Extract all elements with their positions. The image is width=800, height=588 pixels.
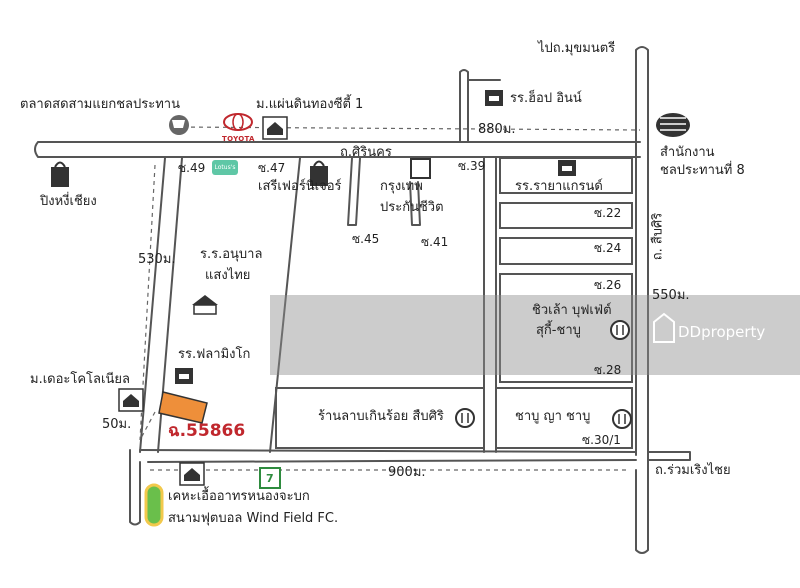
label-soi-45: ซ.45 — [352, 232, 380, 246]
soi-41 — [409, 181, 421, 226]
label-flamingo: รร.ฟลามิงโก — [178, 347, 251, 362]
hotel-icon-hop-inn — [485, 90, 503, 106]
label-soi-39: ซ.39 — [458, 159, 486, 173]
insurance-building-icon — [410, 158, 431, 179]
shopping-bag-icon-ping — [51, 161, 69, 187]
label-distance-550: 550ม. — [652, 288, 690, 303]
plot-code-label: ฉ.55866 — [168, 421, 246, 441]
label-chill-buffet-1: ชิวเล้า บุฟเฟ่ต์ — [532, 303, 612, 318]
block-s22 — [499, 202, 633, 229]
road-lines — [34, 46, 691, 554]
block-royal-grand — [499, 157, 633, 194]
label-soi-28: ซ.28 — [594, 363, 622, 377]
toyota-logo-icon — [223, 113, 253, 131]
label-soi-30-1: ซ.30/1 — [582, 433, 621, 447]
house-icon-community — [179, 462, 205, 486]
label-soi-26: ซ.26 — [594, 278, 622, 292]
label-toyota: TOYOTA — [222, 135, 255, 143]
soi-45 — [347, 157, 361, 226]
label-insurance-2: ประกันชีวิต — [380, 200, 444, 215]
left-road — [129, 449, 141, 526]
label-royal-grand: รร.รายาแกรนด์ — [515, 179, 603, 194]
label-soi-47: ซ.47 — [258, 161, 286, 175]
label-office-1: สำนักงาน — [660, 145, 715, 160]
restaurant-icon-shabu — [612, 409, 632, 429]
label-north-road: ไปถ.มุขมนตรี — [538, 41, 616, 56]
school-icon — [192, 295, 218, 315]
label-soi-41: ซ.41 — [421, 235, 449, 249]
label-ruam-roengchai-road: ถ.ร่วมเริงไชย — [655, 463, 731, 478]
label-sri-furniture: เสรีเฟอร์นิเจอร์ — [258, 179, 342, 194]
label-sirinakhon-road: ถ.ศิรินคร — [340, 145, 392, 160]
house-icon-phaendin — [262, 116, 288, 140]
watermark-band — [270, 295, 800, 375]
land-plot — [158, 391, 208, 424]
label-ping-heng: ปิงหงี่เชียง — [40, 194, 97, 209]
restaurant-icon-larb — [455, 408, 475, 428]
seven-eleven-icon — [259, 467, 281, 489]
seven-eleven-label: 7 — [266, 472, 274, 485]
label-football: สนามฟุตบอล Wind Field FC. — [168, 511, 339, 526]
label-soi-24: ซ.24 — [594, 241, 622, 255]
lotus-logo: Lotus's — [212, 160, 238, 175]
label-shabu-ya: ชาบู ญา ชาบู — [515, 409, 591, 424]
label-soi-49: ซ.49 — [178, 161, 206, 175]
label-distance-880: 880ม. — [478, 122, 516, 137]
block-s24 — [499, 237, 633, 265]
label-sueb-sirai-road: ถ. สืบศิริ — [650, 212, 666, 261]
hop-inn-road — [459, 69, 501, 143]
route-50 — [139, 411, 156, 441]
hotel-icon-flamingo — [175, 368, 193, 384]
office-building-icon — [656, 113, 690, 137]
label-distance-50: 50ม. — [102, 417, 132, 432]
blocks — [275, 157, 633, 449]
dashed-routes — [139, 126, 641, 471]
ddproperty-watermark: DDproperty — [678, 323, 766, 341]
right-road — [635, 46, 649, 554]
top-road — [34, 141, 641, 158]
route-530 — [139, 164, 156, 441]
label-kindergarten-1: ร.ร.อนุบาล — [200, 247, 263, 262]
label-phaendin-village: ม.แผ่นดินทองซีตี้ 1 — [256, 97, 364, 112]
block-larb — [275, 387, 485, 449]
house-icon-colonial — [118, 388, 144, 412]
hotel-icon-royal-grand — [558, 160, 576, 176]
label-larb-restaurant: ร้านลาบเกินร้อย สืบศิริ — [318, 409, 444, 424]
label-kindergarten-2: แสงไทย — [205, 268, 251, 283]
shopping-bag-icon-sri — [310, 160, 328, 186]
label-insurance-1: กรุงเทพ — [380, 179, 423, 194]
label-hop-inn: รร.ฮ็อป อินน์ — [510, 91, 582, 106]
ddproperty-logo-icon — [653, 312, 675, 343]
label-soi-22: ซ.22 — [594, 206, 622, 220]
market-cart-icon — [169, 115, 189, 135]
label-colonial-village: ม.เดอะโคโลเนียล — [30, 372, 130, 387]
label-chill-buffet-2: สุกี้-ชาบู — [536, 323, 581, 338]
route-880 — [174, 126, 641, 131]
bottom-road — [139, 449, 691, 463]
label-distance-530: 530ม. — [138, 252, 176, 267]
label-distance-900: 900ม. — [388, 465, 426, 480]
label-office-2: ชลประทานที่ 8 — [660, 163, 745, 178]
football-field-icon — [144, 483, 164, 527]
block-shabu — [495, 387, 633, 449]
block-s26 — [499, 273, 633, 383]
label-market: ตลาดสดสามแยกชลประทาน — [20, 97, 180, 112]
restaurant-icon-chill — [610, 320, 630, 340]
label-community: เคหะเอื้ออาทรหนองจะบก — [168, 489, 310, 504]
